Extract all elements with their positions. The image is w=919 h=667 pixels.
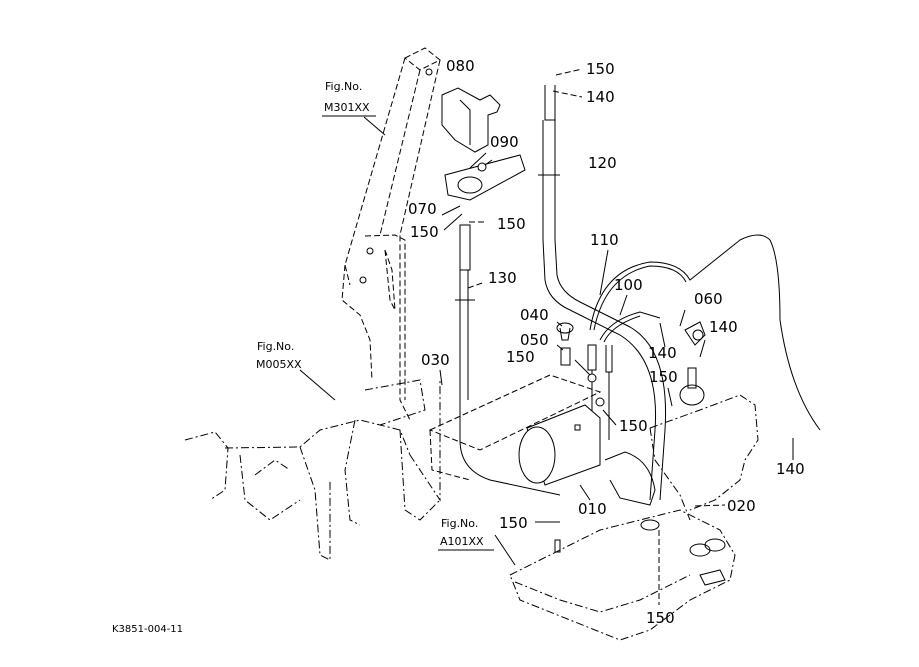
fig-ref-m301[interactable]: Fig.No. M301XX (322, 80, 376, 117)
part-050-sleeve (560, 347, 571, 366)
callout-150[interactable]: 150 (649, 368, 678, 386)
callout-100[interactable]: 100 (614, 276, 643, 294)
callout-150[interactable]: 150 (497, 215, 526, 233)
callout-080[interactable]: 080 (446, 57, 475, 75)
callout-090[interactable]: 090 (490, 133, 519, 151)
callout-060[interactable]: 060 (694, 290, 723, 308)
callout-labels: 080 150 140 090 120 070 150 150 110 130 … (408, 57, 805, 627)
callout-150[interactable]: 150 (410, 223, 439, 241)
lower-cover (509, 509, 736, 641)
callout-030[interactable]: 030 (421, 351, 450, 369)
callout-130[interactable]: 130 (488, 269, 517, 287)
fig-ref-a101[interactable]: Fig.No. A101XX (438, 517, 494, 551)
part-080-bracket (441, 87, 501, 153)
frame-assembly (184, 379, 441, 561)
rops-post (341, 47, 441, 421)
callout-020[interactable]: 020 (727, 497, 756, 515)
fig-ref-number[interactable]: A101XX (440, 535, 484, 548)
part-120-cable (538, 85, 667, 501)
callout-140[interactable]: 140 (648, 344, 677, 362)
callout-120[interactable]: 120 (588, 154, 617, 172)
mounting-plate (428, 374, 602, 481)
callout-150[interactable]: 150 (646, 609, 675, 627)
part-110-cable (589, 234, 821, 431)
callout-150[interactable]: 150 (619, 417, 648, 435)
callout-140[interactable]: 140 (709, 318, 738, 336)
fig-ref-label: Fig.No. (441, 517, 478, 530)
callout-150[interactable]: 150 (499, 514, 528, 532)
part-070-bracket (444, 154, 526, 201)
callout-050[interactable]: 050 (520, 331, 549, 349)
callout-140[interactable]: 140 (586, 88, 615, 106)
rod-pins (587, 344, 613, 440)
callout-110[interactable]: 110 (590, 231, 619, 249)
part-100-cable (599, 311, 661, 343)
drawing-code: K3851-004-11 (112, 624, 183, 635)
fig-ref-number[interactable]: M005XX (256, 358, 302, 371)
part-010-cylinder (518, 404, 601, 486)
fig-ref-m005[interactable]: Fig.No. M005XX (256, 340, 302, 371)
callout-150[interactable]: 150 (506, 348, 535, 366)
fig-ref-label: Fig.No. (325, 80, 362, 93)
part-130-cable (455, 224, 561, 496)
callout-150[interactable]: 150 (586, 60, 615, 78)
fuel-tank (649, 367, 759, 521)
callout-140[interactable]: 140 (776, 460, 805, 478)
callout-010[interactable]: 010 (578, 500, 607, 518)
leader-lines (299, 68, 794, 605)
part-060-clamp (684, 321, 706, 346)
fig-ref-label: Fig.No. (257, 340, 294, 353)
callout-070[interactable]: 070 (408, 200, 437, 218)
fig-ref-number[interactable]: M301XX (324, 101, 370, 114)
callout-040[interactable]: 040 (520, 306, 549, 324)
part-020-strap (604, 451, 656, 506)
part-040-knob (556, 322, 574, 341)
